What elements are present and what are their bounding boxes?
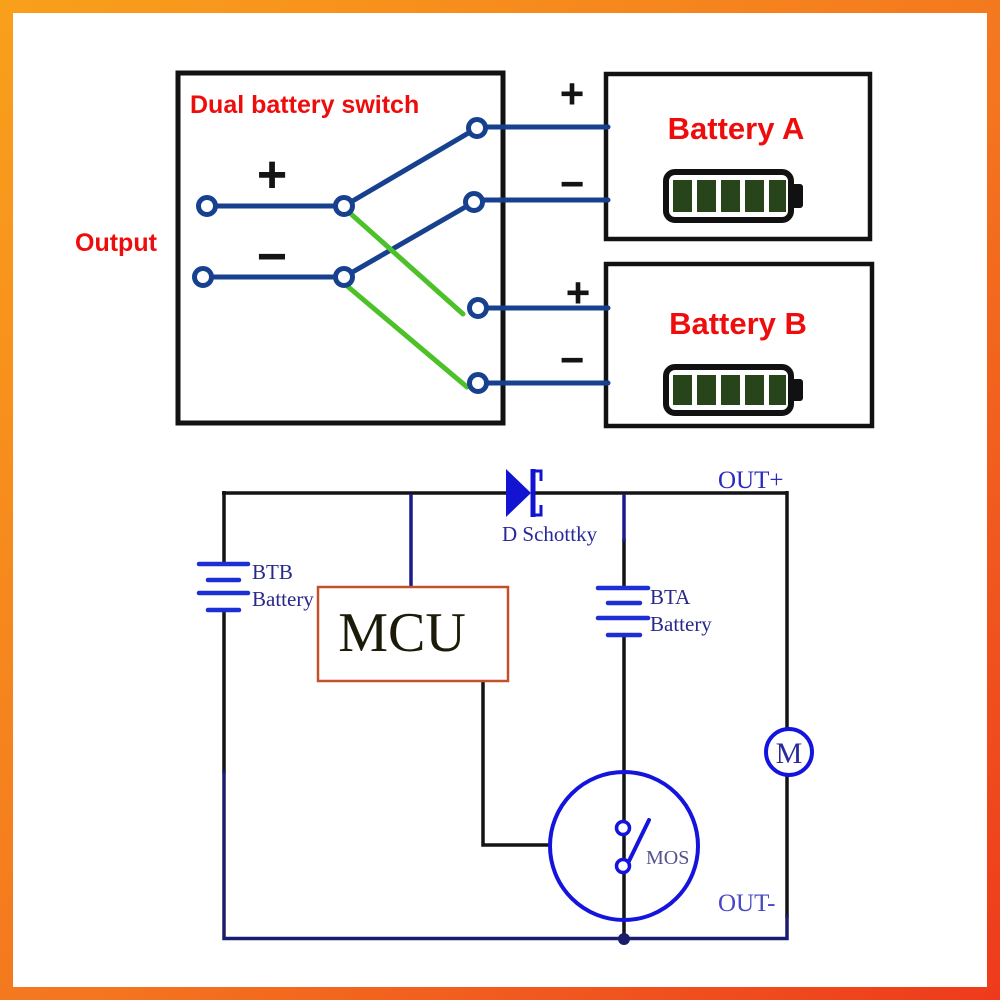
motor-symbol: M bbox=[764, 727, 814, 777]
battery-a-level-icon bbox=[663, 169, 803, 223]
output-minus-sign: − bbox=[257, 228, 287, 286]
output-minus-terminal bbox=[192, 266, 214, 288]
battery-a-plus-sign: + bbox=[560, 70, 585, 117]
mcu-label: MCU bbox=[338, 602, 466, 664]
mos-circle bbox=[548, 770, 700, 922]
bta-battery-symbol bbox=[595, 585, 651, 638]
schematic-wires-black bbox=[222, 491, 789, 937]
contact-b-plus bbox=[467, 297, 489, 319]
mos-contact-top bbox=[614, 819, 632, 837]
pole-minus-terminal bbox=[333, 266, 355, 288]
output-label: Output bbox=[75, 229, 158, 257]
btb-type-label: Battery bbox=[252, 587, 314, 611]
battery-a-minus-sign: − bbox=[560, 160, 585, 207]
control-schematic: MCU MOS M OUT+ OUT- D Schottky BTB Batte… bbox=[196, 467, 814, 945]
dual-battery-switch-diagram: Dual battery switch Output + − + − + − B… bbox=[75, 70, 875, 429]
btb-name-label: BTB bbox=[252, 560, 293, 584]
mcu-box bbox=[316, 585, 510, 683]
output-plus-terminal bbox=[196, 195, 218, 217]
pole-plus-terminal bbox=[333, 195, 355, 217]
green-path-minus-to-b bbox=[343, 282, 470, 390]
diode-schottky-top-hook bbox=[533, 469, 543, 481]
mcu-gate-wire bbox=[481, 681, 551, 847]
btb-battery-symbol bbox=[196, 561, 251, 613]
schematic-wires-navy bbox=[222, 494, 789, 941]
battery-b-level-icon bbox=[663, 364, 803, 416]
switch-wires bbox=[200, 124, 611, 386]
switch-terminals bbox=[192, 117, 489, 394]
battery-b-label: Battery B bbox=[669, 306, 807, 341]
diode-schottky-bottom-hook bbox=[533, 505, 543, 517]
switch-box bbox=[175, 70, 506, 426]
battery-icon-nub bbox=[791, 184, 803, 208]
mos-lever bbox=[627, 818, 651, 863]
battery-a-label: Battery A bbox=[668, 111, 805, 146]
bta-name-label: BTA bbox=[650, 585, 691, 609]
open-switch-paths bbox=[343, 211, 470, 390]
motor-label: M bbox=[776, 737, 803, 770]
mos-switch-symbol: MOS bbox=[548, 770, 700, 922]
battery-icon-bars bbox=[673, 375, 786, 405]
junction-dot bbox=[618, 933, 630, 945]
diode-anode-triangle bbox=[506, 469, 531, 517]
schottky-diode-symbol bbox=[506, 469, 543, 517]
switch-arm-plus-to-a bbox=[341, 125, 480, 209]
bottom-rail bbox=[222, 771, 789, 941]
battery-b-minus-sign: − bbox=[560, 336, 585, 383]
battery-icon-nub bbox=[791, 379, 803, 401]
out-minus-label: OUT- bbox=[718, 890, 775, 917]
switch-arm-minus-to-a bbox=[341, 199, 477, 280]
battery-b-plus-sign: + bbox=[566, 269, 591, 316]
out-plus-label: OUT+ bbox=[718, 467, 783, 494]
diode-label: D Schottky bbox=[502, 522, 598, 546]
bta-type-label: Battery bbox=[650, 612, 712, 636]
switch-title: Dual battery switch bbox=[190, 91, 419, 119]
contact-a-plus bbox=[466, 117, 488, 139]
battery-icon-bars bbox=[673, 180, 786, 212]
contact-a-minus bbox=[463, 191, 485, 213]
mos-contact-bottom bbox=[614, 857, 632, 875]
contact-b-minus bbox=[467, 372, 489, 394]
green-path-plus-to-b bbox=[348, 211, 466, 317]
mos-label: MOS bbox=[646, 847, 689, 869]
output-plus-sign: + bbox=[257, 146, 287, 204]
motor-circle bbox=[764, 727, 814, 777]
